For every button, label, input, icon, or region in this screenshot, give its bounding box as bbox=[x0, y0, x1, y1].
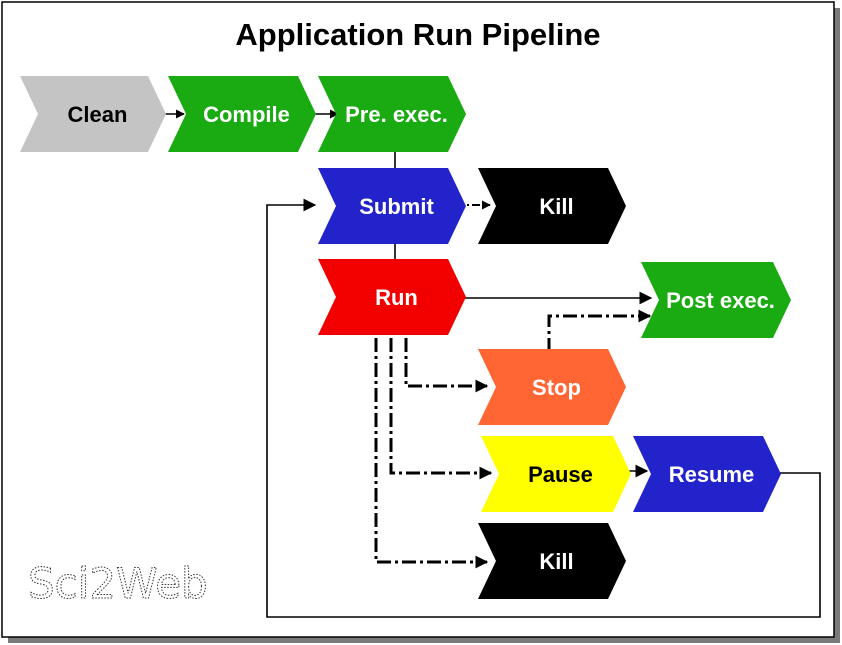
stage-shape bbox=[318, 76, 466, 152]
stage-shape bbox=[478, 349, 626, 425]
edge-run-stop bbox=[404, 338, 489, 393]
stage-label: Stop bbox=[532, 375, 581, 400]
watermark-text: Sci2Web bbox=[28, 559, 208, 608]
stage-post-exec: Post exec. bbox=[641, 262, 791, 338]
stage-label: Resume bbox=[669, 462, 755, 487]
stage-shape bbox=[633, 436, 781, 512]
stage-label: Kill bbox=[539, 194, 573, 219]
diagram-title: Application Run Pipeline bbox=[235, 17, 600, 52]
stage-compile: Compile bbox=[168, 76, 316, 152]
stage-label: Compile bbox=[203, 102, 290, 127]
stage-label: Clean bbox=[68, 102, 128, 127]
edge-resume-submit bbox=[266, 198, 821, 618]
stage-shape bbox=[20, 76, 166, 152]
stage-submit: Submit bbox=[318, 168, 466, 244]
stage-label: Run bbox=[375, 285, 418, 310]
stage-shape bbox=[318, 168, 466, 244]
stage-resume: Resume bbox=[633, 436, 781, 512]
stage-run: Run bbox=[318, 259, 466, 335]
stage-label: Pause bbox=[528, 462, 593, 487]
stage-label: Kill bbox=[539, 549, 573, 574]
stage-label: Submit bbox=[359, 194, 434, 219]
stage-clean: Clean bbox=[20, 76, 166, 152]
stage-shape bbox=[478, 168, 626, 244]
stage-stop: Stop bbox=[478, 349, 626, 425]
stage-kill-bottom: Kill bbox=[478, 523, 626, 599]
stage-label: Pre. exec. bbox=[345, 102, 448, 127]
stage-pre-exec: Pre. exec. bbox=[318, 76, 466, 152]
stage-shape bbox=[168, 76, 316, 152]
edge-run-pause bbox=[389, 338, 493, 480]
stage-shape bbox=[641, 262, 791, 338]
stage-shape bbox=[478, 523, 626, 599]
stage-label: Post exec. bbox=[666, 288, 775, 313]
stage-pause: Pause bbox=[481, 436, 631, 512]
edge-stop-post-exec bbox=[547, 309, 652, 352]
stage-kill-top: Kill bbox=[478, 168, 626, 244]
stage-shape bbox=[481, 436, 631, 512]
stage-shape bbox=[318, 259, 466, 335]
